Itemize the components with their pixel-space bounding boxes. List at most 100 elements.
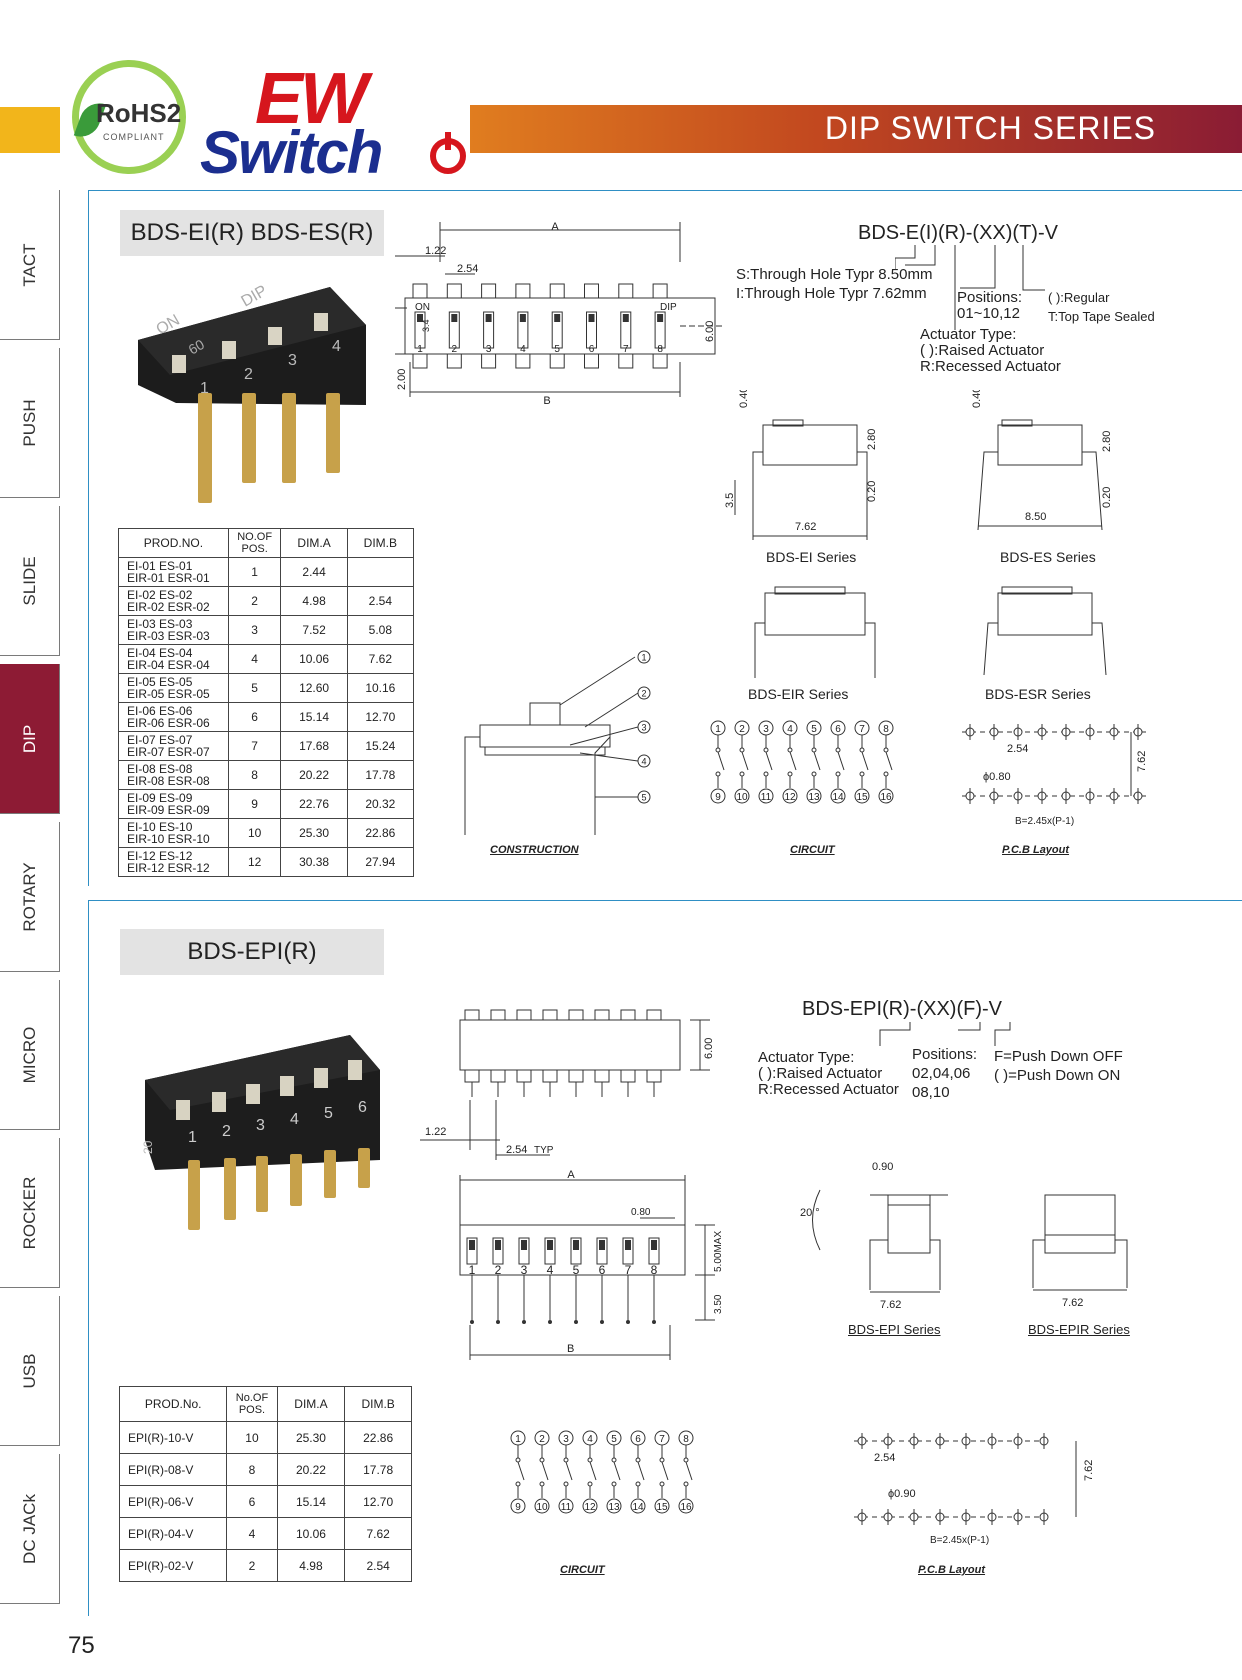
pos-cell: 7 xyxy=(227,731,282,761)
sidebar-tab-usb[interactable]: USB xyxy=(0,1296,60,1446)
ei-dim-280: 2.80 xyxy=(866,429,878,450)
raised-actuator: ( ):Raised Actuator xyxy=(920,342,1045,359)
prod-no-cell: EPI(R)-10-V xyxy=(118,1421,228,1454)
circuit-bottom-10: 10 xyxy=(536,1502,548,1513)
dim-254-label: 2.54 xyxy=(457,263,478,275)
dim-b-cell: 12.70 xyxy=(346,702,415,732)
sidebar-tab-push[interactable]: PUSH xyxy=(0,348,60,498)
photo-num-2: 2 xyxy=(244,366,253,383)
epi-positions-value-2: 08,10 xyxy=(912,1084,950,1101)
dim-122-label: 1.22 xyxy=(425,245,446,257)
push-down-on: ( )=Push Down ON xyxy=(994,1067,1121,1084)
circuit-top-5: 5 xyxy=(811,724,817,735)
table-row: EPI(R)-06-V 6 15.14 12.70 xyxy=(118,1485,412,1518)
photo-num-1: 1 xyxy=(200,380,209,397)
prod-no-line1: EI-02 ES-02 xyxy=(127,588,193,602)
prod-no-line2: EIR-03 ESR-03 xyxy=(127,629,210,643)
sidebar-tab-rotary[interactable]: ROTARY xyxy=(0,822,60,972)
epi-pin-number: 4 xyxy=(547,1263,554,1277)
epi-dim-350: 3.50 xyxy=(713,1294,724,1314)
dim-a-cell: 4.98 xyxy=(280,586,348,616)
side-view-epi: 0.90 20 ° 7.62 xyxy=(800,1161,948,1310)
tape-option: T:Top Tape Sealed xyxy=(1048,309,1155,324)
circuit-bottom-12: 12 xyxy=(784,792,796,803)
circuit-bottom-15: 15 xyxy=(656,1502,668,1513)
pcb-layout-epi: 2.54 ϕ0.90 7.62 B=2.45x(P-1) xyxy=(854,1433,1095,1546)
epi-positions-value-1: 02,04,06 xyxy=(912,1065,971,1082)
pos-cell: 6 xyxy=(226,1485,278,1518)
rohs-badge xyxy=(72,60,186,174)
callout-1: 1 xyxy=(641,653,646,663)
spec-table-ei: PROD.NO. NO.OF POS. DIM.A DIM.B EI-01 ES… xyxy=(118,528,415,877)
sidebar-tab-label: DC JACk xyxy=(19,1493,39,1564)
circuit-bottom-10: 10 xyxy=(736,792,748,803)
dim-a-cell: 30.38 xyxy=(280,847,348,877)
ei-dim-762: 7.62 xyxy=(795,521,816,533)
epi-pin-number: 1 xyxy=(469,1263,476,1277)
dim-b-cell xyxy=(346,557,415,587)
sidebar-tab-rocker[interactable]: ROCKER xyxy=(0,1138,60,1288)
th-dim-a: DIM.A xyxy=(280,528,348,558)
circuit-bottom-14: 14 xyxy=(632,1502,644,1513)
epi-pin-number: 6 xyxy=(599,1263,606,1277)
esr-series-caption: BDS-ESR Series xyxy=(985,686,1091,702)
sidebar-tab-dip[interactable]: DIP xyxy=(0,664,60,814)
sidebar-tab-slide[interactable]: SLIDE xyxy=(0,506,60,656)
brand-logo-top: EW xyxy=(255,59,368,139)
photo2-num-5: 5 xyxy=(324,1105,333,1122)
epi-dim-080: 0.80 xyxy=(631,1207,651,1218)
epi-top-dim-122: 1.22 xyxy=(425,1126,446,1138)
ei-series-caption: BDS-EI Series xyxy=(766,549,857,565)
pos-cell: 4 xyxy=(227,644,282,674)
prod-no-line1: EI-10 ES-10 xyxy=(127,820,193,834)
prod-no-line1: EI-08 ES-08 xyxy=(127,762,193,776)
sidebar-tab-label: ROCKER xyxy=(19,1176,39,1249)
pcb-ei-dim-080: ϕ0.80 xyxy=(983,771,1011,783)
header-banner xyxy=(470,105,1242,153)
circuit-top-5: 5 xyxy=(611,1434,617,1445)
dim-200-label: 2.00 xyxy=(396,369,408,390)
prod-no-line1: EI-03 ES-03 xyxy=(127,617,193,631)
photo2-num-4: 4 xyxy=(290,1111,299,1128)
sidebar-tab-micro[interactable]: MICRO xyxy=(0,980,60,1130)
sidebar-tab-tact[interactable]: TACT xyxy=(0,190,60,340)
sidebar-tab-dc-jack[interactable]: DC JACk xyxy=(0,1454,60,1604)
prod-no-line2: EIR-12 ESR-12 xyxy=(127,861,210,875)
dim-b-cell: 2.54 xyxy=(346,586,415,616)
dim-b-cell: 22.86 xyxy=(346,818,415,848)
circuit-top-7: 7 xyxy=(859,724,865,735)
circuit-caption-ei: CIRCUIT xyxy=(790,844,835,856)
recessed-actuator: R:Recessed Actuator xyxy=(920,358,1061,375)
spec-table-epi: PROD.No. No.OF POS. DIM.A DIM.B EPI(R)-1… xyxy=(118,1386,412,1582)
rohs-compliant-label: COMPLIANT xyxy=(103,132,165,142)
circuit-bottom-9: 9 xyxy=(515,1502,521,1513)
epi-angle: 20 ° xyxy=(800,1207,820,1219)
circuit-bottom-11: 11 xyxy=(561,1502,572,1513)
circuit-top-4: 4 xyxy=(787,724,793,735)
epi-series-caption: BDS-EPI Series xyxy=(848,1322,941,1337)
circuit-top-3: 3 xyxy=(763,724,769,735)
dim-a-cell: 12.60 xyxy=(280,673,348,703)
prod-no-line2: EIR-06 ESR-06 xyxy=(127,716,210,730)
es-series-caption: BDS-ES Series xyxy=(1000,549,1096,565)
rohs-label: RoHS2 xyxy=(96,98,182,128)
dim-b-cell: 7.62 xyxy=(344,1517,412,1550)
pin-number: 2 xyxy=(452,344,458,355)
dim-b-cell: 27.94 xyxy=(346,847,415,877)
photo2-code-label: 20 xyxy=(141,1140,155,1154)
circuit-top-7: 7 xyxy=(659,1434,665,1445)
section2-title: BDS-EPI(R) xyxy=(120,929,384,975)
power-icon xyxy=(430,132,466,174)
pos-cell: 8 xyxy=(226,1453,278,1486)
side-view-ei: 0.40 2.80 3.5 0.20 7.62 xyxy=(725,390,878,540)
